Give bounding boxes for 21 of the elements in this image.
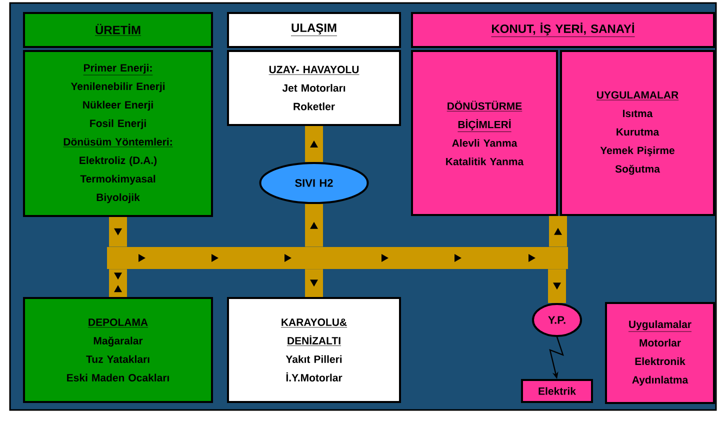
content-box: Uygulamalar Motorlar Elektronik Aydınlatma (605, 302, 715, 404)
content-box: DEPOLAMA Mağaralar Tuz Yatakları Eski Maden Ocakları (23, 297, 213, 403)
pipe-arrow (109, 217, 127, 247)
pipe-arrow (549, 216, 567, 247)
pipe-arrow (305, 269, 323, 297)
label-box: Elektrik (521, 378, 593, 403)
header-box: KONUT, İŞ YERİ, SANAYİ (411, 12, 715, 48)
content-box: UZAY- HAVAYOLU Jet Motorları Roketler (227, 50, 401, 126)
pipe-arrow (305, 204, 323, 247)
oval-node: Y.P. (532, 302, 582, 337)
content-box: Primer Enerji: Yenilenebilir Enerji Nükleer Enerji Fosil Enerji Dönüsüm Yöntemleri: Elektroliz (D.A.) Termokimyasal Biyolojik (23, 50, 213, 217)
pipe-arrow (109, 269, 127, 297)
header-box: ULAŞIM (227, 12, 401, 48)
content-box: UYGULAMALAR Isıtma Kurutma Yemek Pişirme Soğutma (560, 50, 715, 216)
pipe-arrow (548, 269, 566, 303)
pipe-arrow (305, 126, 323, 162)
content-box: DÖNÜSTÜRME BİÇİMLERİ Alevli Yanma Katalitik Yanma (411, 50, 558, 216)
pipe-bar (107, 246, 568, 269)
content-box: KARAYOLU& DENİZALTI Yakıt Pilleri İ.Y.Motorlar (227, 297, 401, 403)
oval-node: SIVI H2 (259, 162, 369, 204)
header-box: ÜRETİM (23, 12, 213, 48)
